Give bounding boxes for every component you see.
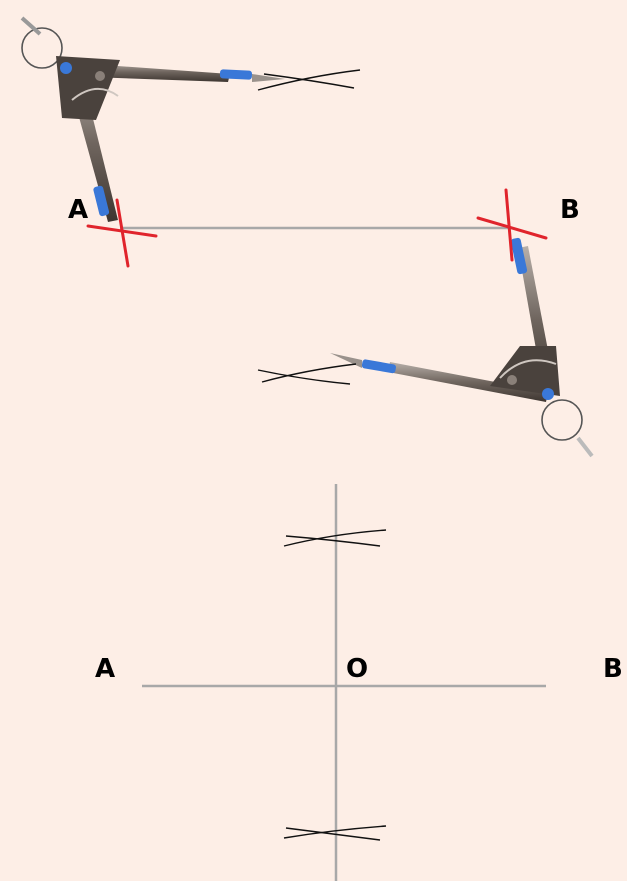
compass-icon — [330, 237, 594, 458]
arc-cross-bottom-lower — [283, 825, 387, 841]
arc-cross-top-1 — [257, 69, 361, 91]
arc-cross-bottom-upper — [283, 529, 387, 547]
label-a-bottom: A — [95, 654, 116, 684]
point-a-mark — [86, 198, 158, 268]
point-b-mark — [476, 188, 548, 262]
compass-icon — [20, 16, 285, 222]
label-b-bottom: B — [603, 654, 623, 684]
arc-cross-top-2 — [257, 363, 357, 385]
label-o-bottom: O — [346, 654, 369, 684]
label-a-top: A — [68, 195, 89, 225]
label-b-top: B — [560, 195, 580, 225]
